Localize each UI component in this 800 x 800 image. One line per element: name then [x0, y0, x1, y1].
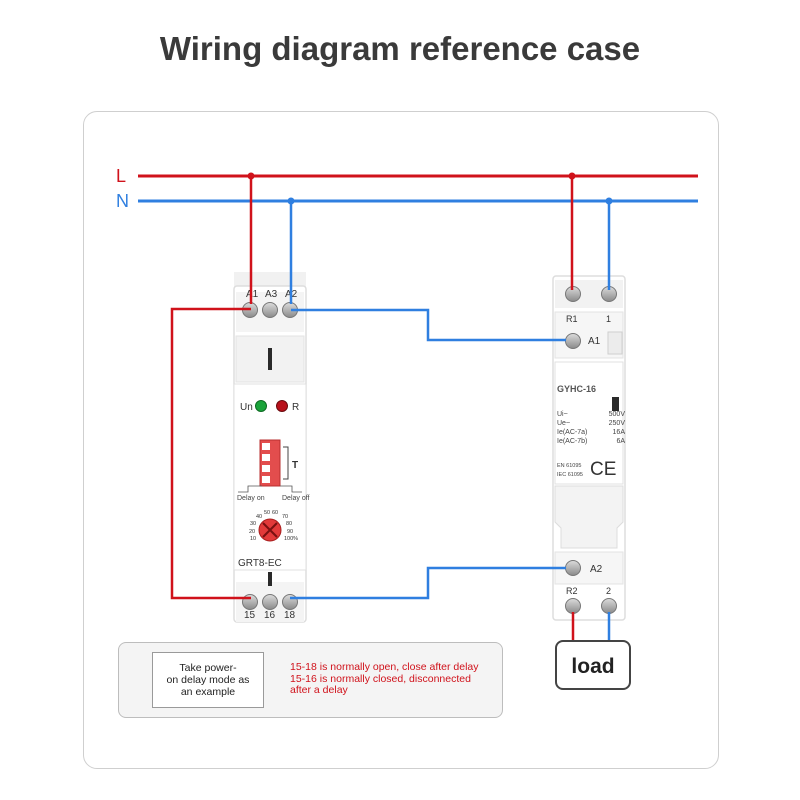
wire-timer-a2-contactor-a1	[291, 308, 566, 342]
relay-led-icon	[276, 400, 288, 412]
coil-a2-screw-icon	[565, 560, 581, 576]
dial-mark-30: 30	[250, 521, 256, 527]
timer-terminal-18: 18	[284, 610, 296, 621]
contact-note-line: 15-18 is normally open, close after dela…	[290, 661, 479, 673]
contactor-bottom-screws	[565, 598, 617, 614]
dial-mark-80: 80	[286, 521, 292, 527]
timer-model-label: GRT8-EC	[238, 558, 282, 569]
timer-terminal-16: 16	[264, 610, 276, 621]
contact-description: 15-18 is normally open, close after dela…	[290, 661, 505, 697]
dip-switch-label: T	[292, 460, 298, 471]
mode-note-box: Take power- on delay mode as an example	[152, 652, 264, 708]
standard-en: EN 61095	[557, 463, 581, 469]
junction-dots	[247, 172, 613, 205]
contactor-model-label: GYHC-16	[557, 384, 596, 394]
timer-led-un-label: Un	[240, 402, 253, 413]
delay-on-label: Delay on	[237, 495, 265, 502]
dip-switch-icon	[259, 439, 289, 487]
neutral-label: N	[116, 191, 129, 211]
page-title: Wiring diagram reference case	[159, 30, 641, 67]
wire-timer-a1-to-15	[170, 307, 251, 600]
wire-timer-18-contactor-a2	[290, 566, 566, 600]
load-box: load	[555, 640, 631, 690]
spec-value-ui: 500V	[609, 411, 626, 418]
contactor-top-screws	[565, 286, 617, 302]
dial-mark-100: 100%	[284, 536, 298, 542]
timer-terminal-15: 15	[244, 610, 256, 621]
timer-terminal-a3: A3	[265, 289, 278, 300]
dial-mark-90: 90	[287, 529, 293, 535]
mode-note-line: on delay mode as	[166, 674, 250, 686]
mode-note-line: Take power-	[179, 662, 237, 674]
contactor-terminal-r2: R2	[566, 586, 578, 596]
live-label: L	[116, 166, 126, 186]
dial-mark-10: 10	[250, 536, 256, 542]
spec-value-ie7b: 6A	[616, 438, 625, 445]
spec-label-ui: Ui~	[557, 411, 568, 418]
dial-mark-70: 70	[282, 514, 288, 520]
contactor-terminal-r1: R1	[566, 314, 578, 324]
contactor	[552, 275, 626, 621]
ce-mark: CE	[590, 459, 616, 480]
contact-note-line: after a delay	[290, 684, 348, 696]
dial-mark-50: 50	[264, 510, 270, 516]
spec-label-ie7a: Ie(AC-7a)	[557, 429, 587, 436]
dial-mark-40: 40	[256, 514, 262, 520]
timer-terminal-a1: A1	[246, 289, 259, 300]
coil-a1-label: A1	[588, 336, 601, 347]
dial-mark-20: 20	[249, 529, 255, 535]
spec-label-ue: Ue~	[557, 420, 570, 427]
delay-on-waveform-icon	[238, 485, 262, 493]
contact-note-line: 15-16 is normally closed, disconnected	[290, 672, 471, 685]
coil-a2-label: A2	[590, 564, 603, 575]
dial-mark-60: 60	[272, 510, 278, 516]
standard-iec: IEC 61095	[557, 472, 583, 478]
mode-note-line: an example	[180, 686, 236, 698]
timer-led-r-label: R	[292, 402, 299, 413]
power-led-icon	[255, 400, 267, 412]
contactor-terminal-1: 1	[606, 314, 611, 324]
coil-a1-screw-icon	[565, 333, 581, 349]
spec-value-ie7a: 16A	[613, 429, 626, 436]
spec-value-ue: 250V	[609, 420, 626, 427]
delay-off-label: Delay off	[282, 495, 310, 502]
time-dial-icon	[258, 518, 282, 542]
contactor-terminal-2: 2	[606, 586, 611, 596]
delay-off-waveform-icon	[280, 485, 302, 493]
spec-label-ie7b: Ie(AC-7b)	[557, 438, 587, 445]
